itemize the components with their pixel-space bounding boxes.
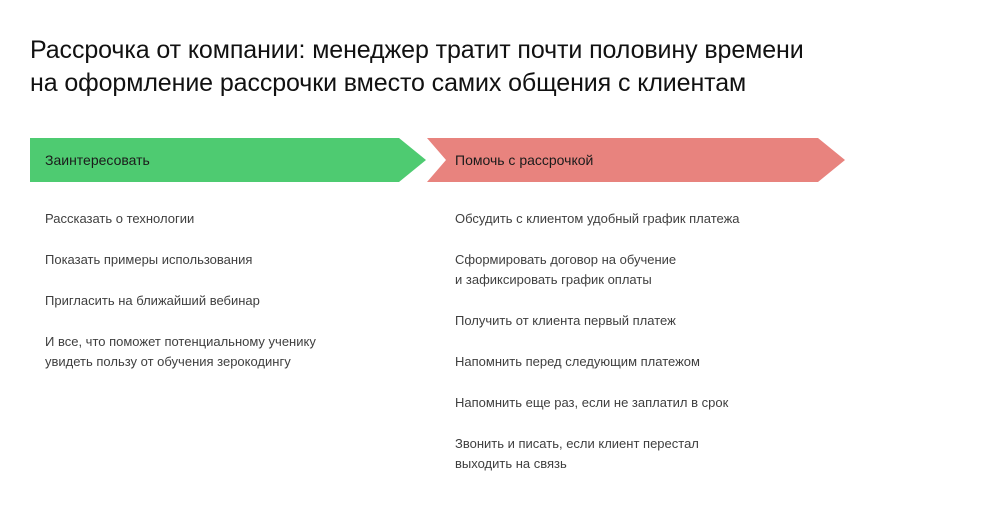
task-item-line: Обсудить с клиентом удобный график плате… [455,211,740,226]
task-column-financing: Обсудить с клиентом удобный график плате… [455,209,855,474]
task-item-line: Звонить и писать, если клиент перестал [455,436,699,451]
task-item: Напомнить перед следующим платежом [455,352,855,372]
stage-banner-financing-label: Помочь с рассрочкой [455,152,594,168]
task-item-line: и зафиксировать график оплаты [455,272,652,287]
stage-banner-interest-label: Заинтересовать [45,152,150,168]
task-item: Получить от клиента первый платеж [455,311,855,331]
task-item: Рассказать о технологии [45,209,435,229]
task-item: Обсудить с клиентом удобный график плате… [455,209,855,229]
page-title-line: Рассрочка от компании: менеджер тратит п… [30,36,804,64]
task-item-line: Пригласить на ближайший вебинар [45,293,260,308]
stage-banner-financing: Помочь с рассрочкой [427,138,845,182]
task-item-line: Показать примеры использования [45,252,253,267]
task-item: Показать примеры использования [45,250,435,270]
task-item-line: Напомнить перед следующим платежом [455,354,700,369]
task-item: Звонить и писать, если клиент перестал вы… [455,434,855,474]
task-item: Сформировать договор на обучение и зафикс… [455,250,855,290]
task-item: Пригласить на ближайший вебинар [45,291,435,311]
task-item-line: увидеть пользу от обучения зерокодингу [45,354,291,369]
task-item-line: И все, что поможет потенциальному ученик… [45,334,316,349]
page-title-line: на оформление рассрочки вместо самих общ… [30,69,747,97]
task-item-line: Сформировать договор на обучение [455,252,677,267]
task-item: И все, что поможет потенциальному ученик… [45,332,435,372]
task-item-line: Напомнить еще раз, если не заплатил в ср… [455,395,729,410]
task-item-line: выходить на связь [455,456,567,471]
task-item: Напомнить еще раз, если не заплатил в ср… [455,393,855,413]
stage-banner-interest: Заинтересовать [30,138,426,182]
task-item-line: Рассказать о технологии [45,211,195,226]
task-item-line: Получить от клиента первый платеж [455,313,676,328]
stage-banner-row: Заинтересовать Помочь с рассрочкой [0,138,1000,184]
page-title: Рассрочка от компании: менеджер тратит п… [30,34,960,100]
